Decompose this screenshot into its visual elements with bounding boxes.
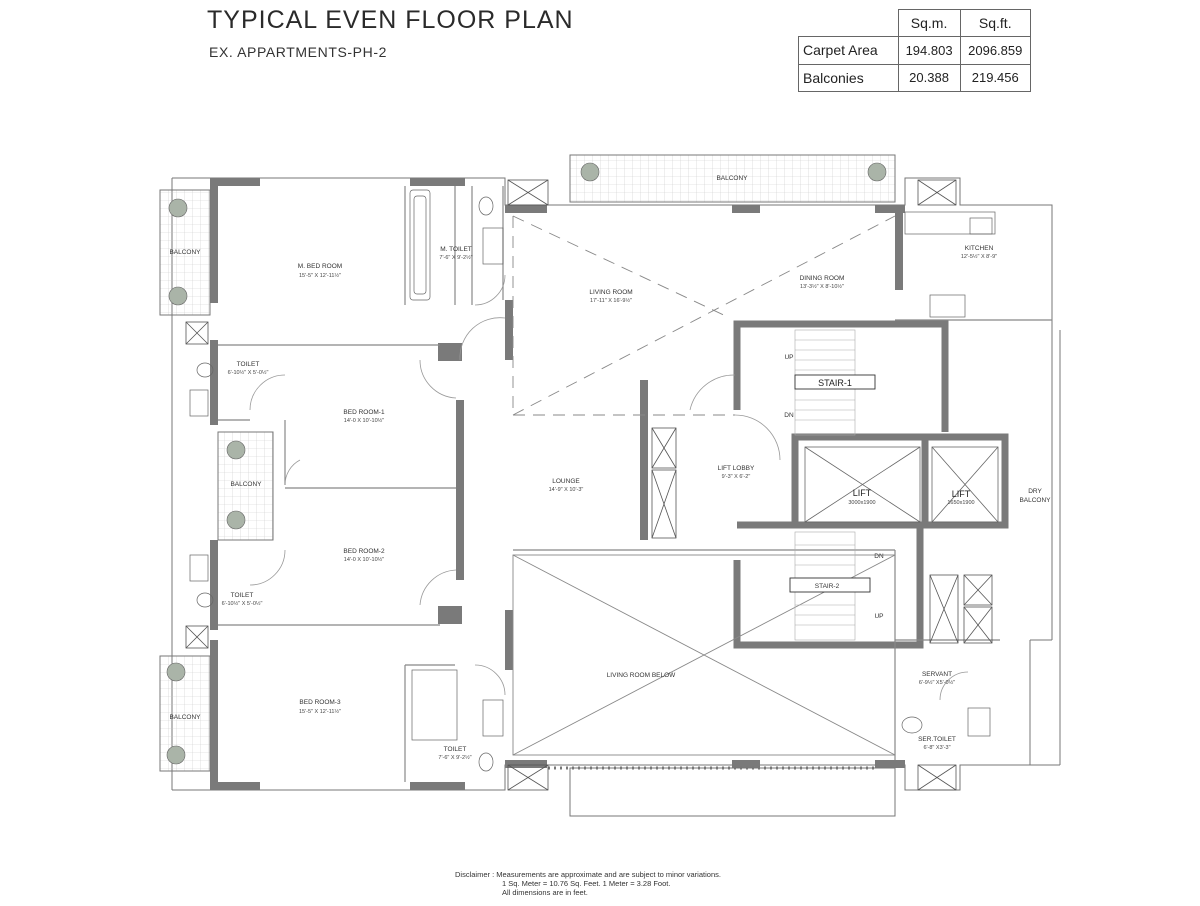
dim-kitchen: 12'-5½" X 8'-9" (961, 253, 997, 260)
page-title: TYPICAL EVEN FLOOR PLAN (207, 6, 574, 34)
core-walls (733, 320, 1009, 649)
label-balcony-left-2: BALCONY (230, 481, 262, 488)
label-stair-1: STAIR-1 (818, 378, 852, 388)
lift-shafts (804, 446, 999, 523)
label-ser-toilet: SER.TOILET (918, 736, 956, 743)
label-dry-balcony-2: BALCONY (1019, 497, 1051, 504)
label-lift-lobby: LIFT LOBBY (718, 465, 755, 472)
dim-toilet-3: 7'-6" X 9'-2½" (438, 754, 471, 761)
disclaimer: Disclaimer : Measurements are approximat… (430, 870, 820, 897)
page-subtitle: EX. APPARTMENTS-PH-2 (209, 44, 387, 60)
label-stair-1-up: UP (784, 354, 793, 361)
balcony-bottom-rail (548, 766, 896, 817)
label-balcony-left-3: BALCONY (169, 714, 201, 721)
label-lift-2: LIFT (952, 489, 971, 499)
stair-treads (789, 329, 876, 641)
dim-toilet-2: 6'-10½" X 5'-0½" (222, 600, 263, 607)
row-sqft: 2096.859 (959, 36, 1031, 65)
col-sqft: Sq.ft. (959, 8, 1031, 38)
row-sqm: 20.388 (897, 63, 961, 93)
label-dry-balcony-1: DRY (1028, 488, 1042, 495)
label-stair-2-dn: DN (874, 553, 884, 560)
col-sqm: Sq.m. (897, 8, 961, 38)
disclaimer-line-1: Disclaimer : Measurements are approximat… (455, 870, 721, 879)
dim-ser-toilet: 6'-8" X3'-3" (923, 745, 950, 751)
outer-walls (171, 177, 1061, 791)
label-living-room: LIVING ROOM (589, 289, 632, 296)
label-toilet-3: TOILET (444, 746, 467, 753)
dim-bed-room-2: 14'-0 X 10'-10½" (344, 556, 384, 563)
dim-lift-2: 1650x1900 (947, 500, 974, 506)
label-dining-room: DINING ROOM (800, 275, 845, 282)
label-m-bed-room: M. BED ROOM (298, 263, 342, 270)
disclaimer-line-3: All dimensions are in feet. (502, 888, 588, 897)
duct-shafts (185, 179, 993, 791)
label-m-toilet: M. TOILET (440, 246, 472, 253)
void-lines (512, 215, 896, 756)
structural-columns (210, 178, 905, 790)
dim-dining-room: 13'-3½" X 8'-10½" (800, 283, 844, 290)
room-labels: BALCONY BALCONY BALCONY BALCONY M. BED R… (169, 175, 1051, 761)
label-servant: SERVANT (922, 671, 952, 678)
dim-lift-1: 3000x1900 (848, 500, 875, 506)
dim-m-bed-room: 15'-5" X 12'-11½" (299, 272, 341, 279)
dim-bed-room-1: 14'-0 X 10'-10½" (344, 417, 384, 424)
label-stair-1-dn: DN (784, 412, 794, 419)
dim-servant: 6'-9½" X5'-0½" (919, 679, 955, 686)
dim-m-toilet: 7'-6" X 9'-2½" (439, 254, 472, 261)
disclaimer-line-2: 1 Sq. Meter = 10.76 Sq. Feet. 1 Meter = … (502, 879, 671, 888)
dim-lift-lobby: 9'-3" X 6'-2" (722, 474, 751, 480)
row-sqm: 194.803 (897, 36, 961, 65)
dim-bed-room-3: 15'-5" X 12'-11½" (299, 708, 341, 715)
label-lounge: LOUNGE (552, 478, 580, 485)
label-balcony-left-1: BALCONY (169, 249, 201, 256)
label-bed-room-2: BED ROOM-2 (343, 548, 385, 555)
table-row: Balconies 20.388 219.456 (798, 63, 1031, 93)
label-bed-room-1: BED ROOM-1 (343, 409, 385, 416)
balcony-top-area (569, 154, 896, 203)
label-bed-room-3: BED ROOM-3 (299, 699, 341, 706)
label-toilet-2: TOILET (231, 592, 254, 599)
label-stair-2-up: UP (874, 613, 883, 620)
label-balcony-top: BALCONY (716, 175, 748, 182)
label-lift-1: LIFT (853, 488, 872, 498)
balcony-left-areas (159, 189, 274, 772)
row-label: Carpet Area (798, 36, 899, 65)
label-toilet-1: TOILET (237, 361, 260, 368)
dim-lounge: 14'-9" X 10'-3" (549, 487, 584, 493)
area-table: Sq.m. Sq.ft. Carpet Area 194.803 2096.85… (798, 8, 1031, 93)
label-living-room-below: LIVING ROOM BELOW (607, 672, 676, 679)
label-stair-2: STAIR-2 (815, 583, 840, 590)
table-row: Carpet Area 194.803 2096.859 (798, 36, 1031, 65)
dim-toilet-1: 6'-10½" X 5'-0½" (228, 369, 269, 376)
row-sqft: 219.456 (959, 63, 1031, 93)
dim-living-room: 17'-11" X 16'-9½" (590, 297, 632, 304)
doors (249, 274, 969, 701)
sanitary-fixtures (189, 189, 996, 772)
label-kitchen: KITCHEN (965, 245, 994, 252)
